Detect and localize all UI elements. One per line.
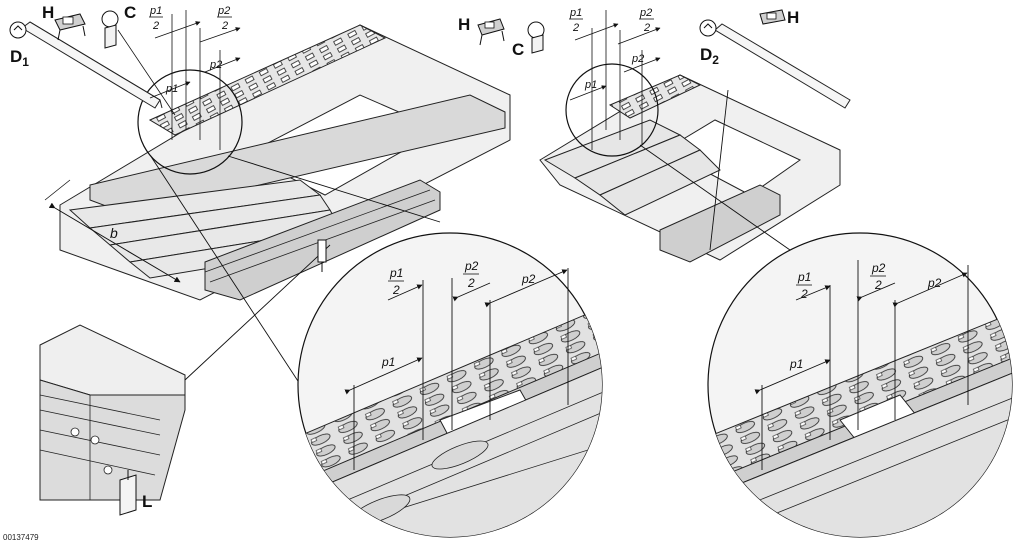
d1-cover-strip (21, 21, 161, 109)
left-magnifier-circle (137, 69, 243, 175)
label-h-right: H (787, 8, 799, 27)
right-connector-c-icon (527, 21, 545, 54)
svg-text:p2: p2 (871, 261, 886, 275)
left-assembly: b D1 H C (9, 3, 511, 431)
right-small-p1: p1 (584, 79, 597, 91)
left-connector-c-icon (101, 10, 119, 49)
detail-left-p1: p1 (381, 355, 395, 369)
left-clip-h-icon (54, 13, 86, 41)
svg-text:p1: p1 (569, 7, 582, 19)
svg-text:2: 2 (152, 20, 159, 32)
svg-text:2: 2 (392, 283, 400, 297)
svg-text:p1: p1 (389, 266, 403, 280)
detail-rail-body (39, 379, 186, 501)
right-detail-circle: p1 2 p2 2 p1 p2 (707, 232, 1013, 538)
svg-text:p2: p2 (464, 259, 479, 273)
right-small-p1-half: p1 2 (569, 7, 583, 34)
left-detail-circle: p1 2 p2 2 p1 p2 (297, 232, 603, 538)
right-rail (608, 74, 702, 119)
label-l: L (142, 492, 152, 511)
d2-end-circle (699, 19, 717, 37)
mid-clip-h-icon (477, 18, 505, 46)
label-c-right: C (512, 40, 524, 59)
svg-text:2: 2 (467, 276, 475, 290)
left-small-dimensions (149, 10, 241, 150)
label-h-left: H (42, 3, 54, 22)
svg-text:2: 2 (572, 22, 579, 34)
left-near-rail (89, 94, 506, 216)
svg-text:p2: p2 (639, 7, 652, 19)
detail-left-p1-half: p1 2 (388, 266, 404, 297)
detail-left-p2-half: p2 2 (463, 259, 479, 290)
label-h-mid: H (458, 15, 470, 34)
right-front-rail (659, 184, 781, 263)
right-small-p2: p2 (631, 53, 644, 65)
svg-text:p1: p1 (797, 270, 811, 284)
right-clip-h-icon (759, 9, 786, 25)
label-d2: D2 (700, 45, 719, 67)
b-dimension-line (48, 202, 181, 283)
left-small-p2-half: p2 2 (217, 5, 232, 32)
right-slats (543, 119, 721, 216)
detail-left-p2: p2 (521, 272, 536, 286)
reference-number: 00137479 (3, 533, 39, 542)
left-small-p1-half: p1 2 (149, 5, 163, 32)
small-clip-insert-icon (317, 239, 327, 272)
right-magnifier-circle (565, 63, 659, 157)
detail-right-p2-half: p2 2 (870, 261, 886, 292)
svg-text:2: 2 (800, 287, 808, 301)
right-assembly: D2 H H C p1 (458, 7, 851, 263)
svg-text:2: 2 (643, 22, 650, 34)
svg-text:p1: p1 (149, 5, 162, 17)
left-small-p2: p2 (209, 59, 222, 71)
label-b: b (110, 225, 118, 241)
svg-text:p2: p2 (217, 5, 230, 17)
d2-cover-strip (714, 23, 851, 109)
detail-right-p1: p1 (789, 357, 803, 371)
right-small-p2-half: p2 2 (639, 7, 654, 34)
left-small-p1: p1 (165, 83, 178, 95)
right-small-dimensions (569, 10, 661, 150)
right-frame-opening (663, 119, 801, 196)
left-far-rail (148, 24, 387, 136)
svg-text:2: 2 (874, 278, 882, 292)
svg-text:2: 2 (221, 20, 228, 32)
clip-l-icon (119, 470, 137, 516)
detail-rail-top (39, 324, 186, 396)
detail-right-p2: p2 (927, 276, 942, 290)
label-c-left: C (124, 3, 136, 22)
bottom-left-detail: L (39, 239, 331, 516)
d1-end-circle (9, 21, 27, 39)
label-d1: D1 (10, 47, 29, 69)
detail-right-p1-half: p1 2 (796, 270, 812, 301)
detail-rail-grooves (39, 394, 161, 500)
